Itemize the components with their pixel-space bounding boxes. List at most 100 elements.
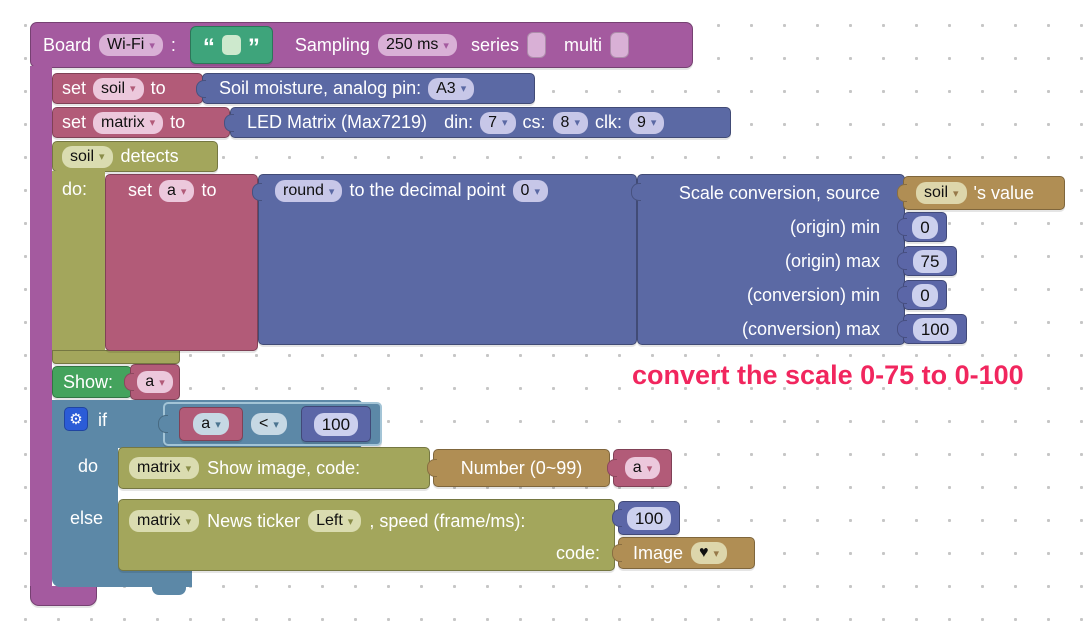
conversion-max-number-block[interactable]: 100 (897, 314, 967, 344)
multi-checkbox[interactable] (609, 32, 629, 58)
a-variable-dropdown[interactable]: a▾ (159, 180, 195, 202)
comment-text: convert the scale 0-75 to 0-100 (632, 360, 1024, 390)
set-matrix-block[interactable]: set matrix▾ to (52, 107, 230, 138)
direction-dropdown[interactable]: Left▾ (308, 510, 362, 532)
chevron-down-icon: ▾ (185, 462, 192, 475)
round-block[interactable]: round▾ to the decimal point 0▾ (252, 174, 637, 345)
conversion-max-input[interactable]: 100 (912, 317, 958, 341)
matrix-variable-dropdown[interactable]: matrix▾ (93, 111, 164, 134)
speed-number-block[interactable]: 100 (612, 501, 680, 535)
connector-plug (252, 183, 262, 201)
chevron-down-icon: ▾ (215, 418, 221, 431)
board-type-dropdown[interactable]: Wi-Fi▾ (99, 34, 163, 56)
to-label: to (150, 78, 166, 98)
if-block-bottom-notch (152, 585, 186, 595)
conversion-min-input[interactable]: 0 (912, 283, 938, 307)
connector-plug (897, 218, 907, 236)
number-range-label: Number (0~99) (460, 457, 583, 478)
analog-pin-dropdown[interactable]: A3▾ (428, 77, 475, 100)
origin-min-input[interactable]: 0 (912, 215, 938, 239)
connector-plug (897, 320, 907, 338)
show-image-block[interactable]: matrix▾ Show image, code: (118, 447, 430, 489)
code-a-variable-block[interactable]: a▾ (607, 449, 672, 487)
board-block[interactable]: Board Wi-Fi▾ : “ ” Sampling 250 ms▾ seri… (30, 22, 693, 68)
chevron-down-icon: ▾ (180, 185, 187, 198)
news-ticker-block[interactable]: matrix▾ News ticker Left▾ , speed (frame… (118, 499, 615, 571)
decimals-dropdown[interactable]: 0▾ (512, 180, 548, 202)
show-block[interactable]: Show: (52, 366, 132, 398)
board-label: Board (43, 34, 92, 55)
image-glyph-dropdown[interactable]: ♥▾ (691, 542, 728, 564)
speed-input[interactable]: 100 (626, 506, 672, 530)
din-pin-dropdown[interactable]: 7▾ (480, 111, 516, 134)
origin-max-number-block[interactable]: 75 (897, 246, 957, 276)
condition-a-variable-block[interactable]: a▾ (179, 407, 243, 441)
series-label: series (470, 34, 519, 55)
connector-plug (607, 459, 617, 477)
soil-moisture-label: Soil moisture, analog pin: (219, 78, 422, 98)
else-matrix-dropdown[interactable]: matrix▾ (129, 510, 200, 532)
chevron-down-icon: ▾ (159, 376, 165, 389)
sampling-dropdown[interactable]: 250 ms▾ (377, 34, 457, 56)
string-block[interactable]: “ ” (189, 26, 273, 64)
soil-detects-block[interactable]: soil▾ detects (52, 141, 218, 172)
soil-variable-dropdown[interactable]: soil▾ (93, 77, 144, 100)
scale-conversion-block[interactable]: Scale conversion, source (origin) min (o… (631, 174, 905, 345)
set-a-block[interactable]: set a▾ to (105, 174, 258, 351)
if-do-label: do (78, 456, 99, 476)
origin-min-number-block[interactable]: 0 (897, 212, 947, 242)
code-variable-dropdown[interactable]: a▾ (624, 457, 661, 479)
do-matrix-dropdown[interactable]: matrix▾ (129, 457, 200, 479)
gear-icon[interactable]: ⚙ (64, 407, 88, 431)
soil-moisture-sensor-block[interactable]: Soil moisture, analog pin: A3▾ (196, 73, 535, 104)
connector-plug (612, 544, 622, 562)
conversion-min-number-block[interactable]: 0 (897, 280, 947, 310)
board-colon-label: : (170, 34, 176, 55)
show-a-variable-block[interactable]: a▾ (124, 364, 180, 400)
condition-variable-dropdown[interactable]: a▾ (193, 413, 229, 435)
show-variable-dropdown[interactable]: a▾ (137, 371, 173, 393)
set-soil-block[interactable]: set soil▾ to (52, 73, 203, 104)
din-label: din: (444, 112, 474, 132)
image-block[interactable]: Image ♥▾ (612, 537, 755, 569)
connector-plug (196, 79, 206, 98)
detects-do-wall[interactable]: do: (52, 171, 105, 351)
chevron-down-icon: ▾ (273, 418, 279, 431)
operator-dropdown[interactable]: <▾ (251, 413, 287, 435)
chevron-down-icon: ▾ (460, 83, 467, 95)
show-image-label: Show image, code: (207, 457, 361, 478)
clk-pin-dropdown[interactable]: 9▾ (628, 111, 665, 134)
scale-source-label: Scale conversion, source (678, 182, 880, 203)
comparison-block[interactable]: a▾ <▾ 100 (158, 402, 382, 446)
string-input[interactable] (221, 35, 241, 55)
multi-label: multi (563, 34, 602, 55)
board-block-left-wall[interactable] (30, 66, 52, 587)
speed-label: , speed (frame/ms): (369, 510, 526, 531)
cs-pin-dropdown[interactable]: 8▾ (552, 111, 588, 134)
chevron-down-icon: ▾ (953, 187, 959, 200)
source-variable-dropdown[interactable]: soil▾ (916, 182, 967, 204)
condition-number-block[interactable]: 100 (300, 406, 371, 442)
connector-plug (124, 373, 134, 391)
chevron-down-icon: ▾ (443, 39, 449, 52)
soil-value-block[interactable]: soil▾ 's value (897, 176, 1065, 210)
close-quote-icon: ” (247, 34, 260, 61)
origin-max-input[interactable]: 75 (912, 249, 948, 273)
detects-variable-dropdown[interactable]: soil▾ (62, 145, 113, 168)
condition-value-input[interactable]: 100 (313, 412, 359, 436)
number-code-block[interactable]: Number (0~99) (427, 449, 610, 487)
led-matrix-block[interactable]: LED Matrix (Max7219) din: 7▾ cs: 8▾ clk:… (224, 107, 731, 138)
clk-label: clk: (594, 112, 622, 132)
chevron-down-icon: ▾ (347, 515, 354, 528)
chevron-down-icon: ▾ (185, 515, 192, 528)
chevron-down-icon: ▾ (502, 117, 508, 129)
detects-block-foot[interactable] (52, 350, 180, 364)
connector-plug (631, 183, 641, 201)
series-checkbox[interactable] (526, 32, 546, 58)
round-mode-dropdown[interactable]: round▾ (275, 180, 343, 202)
chevron-down-icon: ▾ (130, 83, 136, 95)
board-block-foot[interactable] (30, 586, 97, 606)
to-label: to (201, 180, 217, 200)
chevron-down-icon: ▾ (149, 117, 156, 129)
